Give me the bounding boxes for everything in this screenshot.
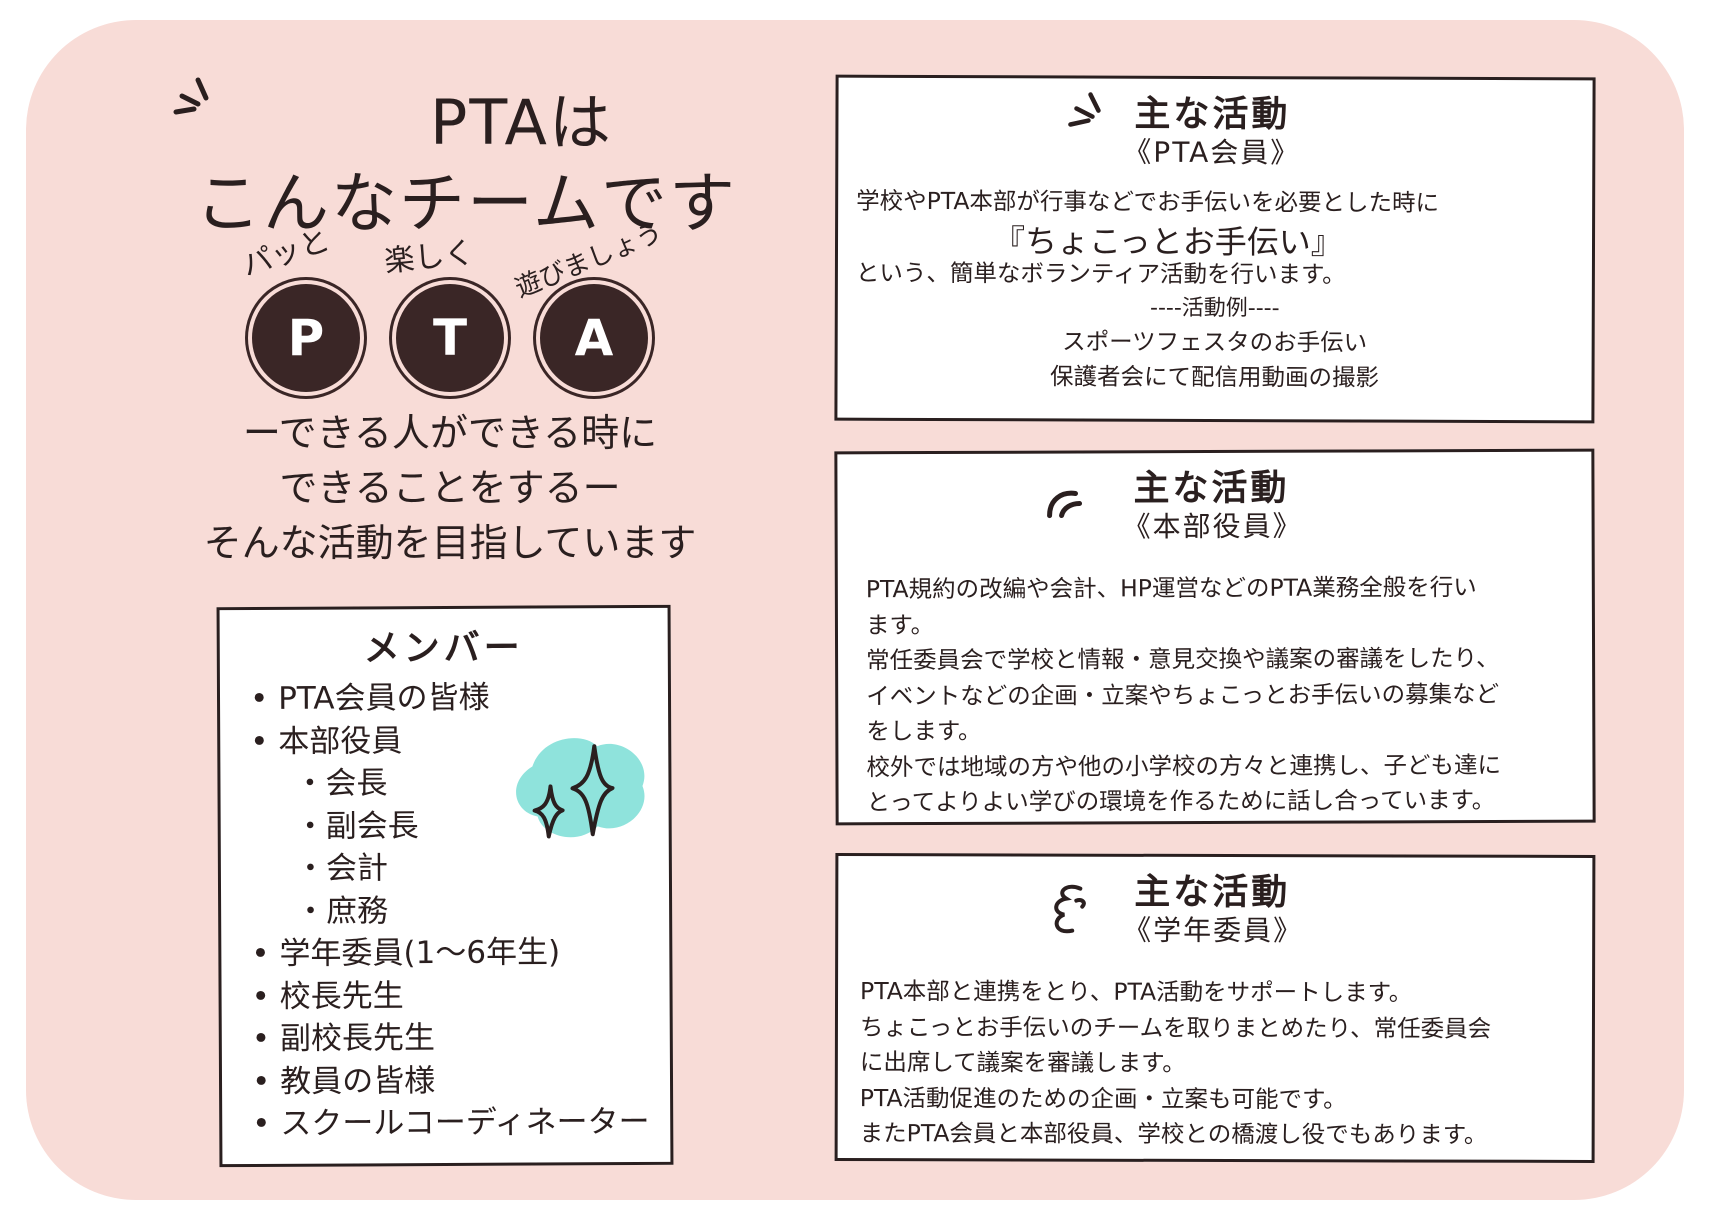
activity-text-line: PTA本部と連携をとり、PTA活動をサポートします。 xyxy=(860,977,1413,1007)
activity-text-line: またPTA会員と本部役員、学校との橋渡し役でもあります。 xyxy=(859,1119,1488,1149)
activity-role: 《学年委員》 xyxy=(1123,913,1304,948)
list-item: • スクールコーディネーター xyxy=(252,1103,650,1143)
slogan-line-2: できることをするー xyxy=(279,466,621,510)
activity-box-executives: 主な活動 《本部役員》 PTA規約の改編や会計、HP運営などのPTA業務全般を行… xyxy=(834,448,1596,826)
activity-text-line: に出席して議案を審議します。 xyxy=(859,1048,1186,1077)
list-item: • PTA会員の皆様 xyxy=(249,679,490,718)
activity-box-grade-committee: 主な活動 《学年委員》 PTA本部と連携をとり、PTA活動をサポートします。 ち… xyxy=(834,853,1596,1163)
letter-label-t: 楽しく xyxy=(382,235,476,280)
activity-text-line: ます。 xyxy=(865,610,935,639)
activity-role: 《PTA会員》 xyxy=(1123,135,1301,170)
activity-text-line: 学校やPTA本部が行事などでお手伝いを必要とした時に xyxy=(856,186,1440,217)
list-item: • 校長先生 xyxy=(251,977,404,1015)
activity-text-line: PTA規約の改編や会計、HP運営などのPTA業務全般を行い xyxy=(865,573,1477,604)
slogan-line-1: ーできる人ができる時に xyxy=(242,411,658,455)
list-item: • 学年委員(1〜6年生) xyxy=(251,934,561,973)
members-box: メンバー • PTA会員の皆様 • 本部役員 ・会長 ・副会長 ・会計 ・庶務 … xyxy=(216,604,674,1168)
slogan-line-3: そんな活動を目指しています xyxy=(203,521,697,565)
activity-body: PTA本部と連携をとり、PTA活動をサポートします。 ちょこっとお手伝いのチーム… xyxy=(860,974,1492,1153)
burst-lines-icon xyxy=(1068,92,1101,127)
letter-circle-p: P xyxy=(248,280,364,396)
activity-heading: 主な活動 xyxy=(1133,467,1290,510)
activity-text-line: 校外では地域の方や他の小学校の方々と連携し、子ども達に xyxy=(866,750,1501,781)
example-item: スポーツフェスタのお手伝い xyxy=(1062,327,1368,357)
activity-box-pta-members: 主な活動 《PTA会員》 学校やPTA本部が行事などでお手伝いを必要とした時に … xyxy=(834,74,1596,424)
list-item: ・庶務 xyxy=(295,892,389,930)
activity-role: 《本部役員》 xyxy=(1122,509,1303,544)
swoosh-icon xyxy=(1047,490,1083,519)
activity-text-line: とってよりよい学びの環境を作るために話し合っています。 xyxy=(866,786,1496,817)
sparkle-icon xyxy=(516,738,645,839)
list-item: • 教員の皆様 xyxy=(251,1062,436,1100)
list-item: • 副校長先生 xyxy=(251,1020,436,1058)
activity-heading: 主な活動 xyxy=(1134,871,1291,914)
letter-circle-a: A xyxy=(536,280,652,396)
intro-title-line2: こんなチームです xyxy=(195,165,738,242)
activity-heading: 主な活動 xyxy=(1134,93,1291,136)
activity-text-line: PTA活動促進のための企画・立案も可能です。 xyxy=(859,1083,1347,1113)
activity-text-line: という、簡単なボランティア活動を行います。 xyxy=(855,258,1346,289)
swirl-icon xyxy=(1054,884,1086,934)
letter-circle-t: T xyxy=(392,280,508,396)
activity-text-line: ちょこっとお手伝いのチームを取りまとめたり、常任委員会 xyxy=(859,1012,1492,1043)
intro-title-line1: PTAは xyxy=(430,86,613,159)
example-item: 保護者会にて配信用動画の撮影 xyxy=(1050,362,1380,392)
burst-lines-icon xyxy=(173,77,209,115)
activity-text-line: 常任委員会で学校と情報・意見交換や議案の審議をしたり、 xyxy=(866,644,1500,675)
activity-text-line: をします。 xyxy=(866,716,982,746)
examples-title: ----活動例---- xyxy=(1149,295,1280,322)
activity-body: PTA規約の改編や会計、HP運営などのPTA業務全般を行い ます。 常任委員会で… xyxy=(866,570,1501,821)
activity-text-line: イベントなどの企画・立案やちょこっとお手伝いの募集など xyxy=(866,679,1500,710)
members-title: メンバー xyxy=(363,627,524,670)
